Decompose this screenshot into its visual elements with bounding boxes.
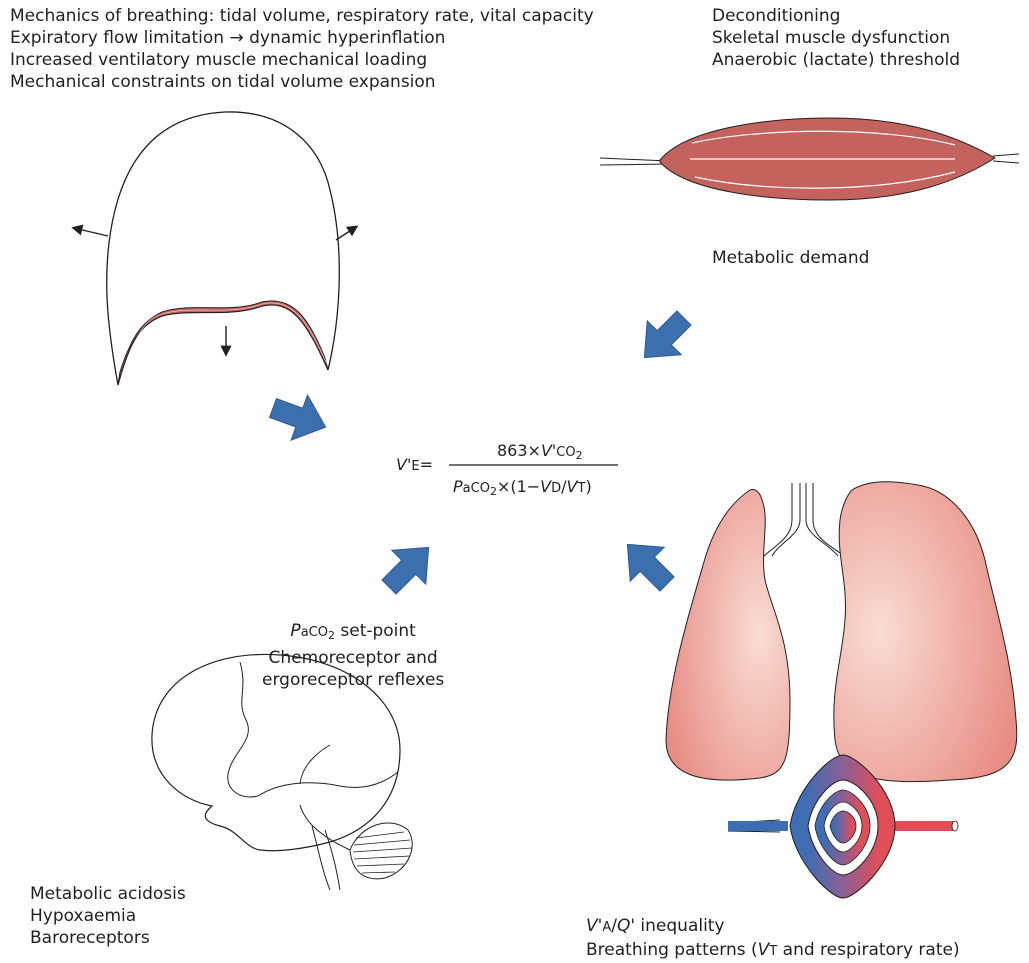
arrow-from-thorax [265,385,334,449]
brain-factor-line: Hypoxaemia [30,905,186,927]
ventilatory-control-text: PaCO2 set-point Chemoreceptor and ergore… [262,620,444,691]
arrow-from-lung [610,527,684,601]
control-line: ergoreceptor reflexes [262,669,444,691]
control-line: Chemoreceptor and [262,647,444,669]
brain-factors-text: Metabolic acidosis Hypoxaemia Barorecept… [30,883,186,949]
brain-factor-line: Metabolic acidosis [30,883,186,905]
thorax-illustration [74,112,356,385]
equation-lhs: V'E= [396,454,433,478]
equation-numerator: 863×V'CO2 [497,440,583,467]
vq-inequality-line: V'A/Q' inequality [586,915,960,939]
arrow-from-muscle [627,301,701,375]
arrow-left-small [74,228,108,236]
brain-factor-line: Baroreceptors [30,927,186,949]
equation-denominator: PaCO2×(1−VD/VT) [453,476,592,503]
lungs-illustration [666,482,1017,782]
arrow-right-small [336,227,356,240]
skeletal-muscle-illustration [600,118,1019,200]
paco2-setpoint-line: PaCO2 set-point [262,620,444,647]
lung-factors-text: V'A/Q' inequality Breathing patterns (VT… [586,915,960,963]
blue-arrows [265,301,701,604]
breathing-patterns-line: Breathing patterns (VT and respiratory r… [586,939,960,963]
arrow-from-brain [372,530,446,604]
